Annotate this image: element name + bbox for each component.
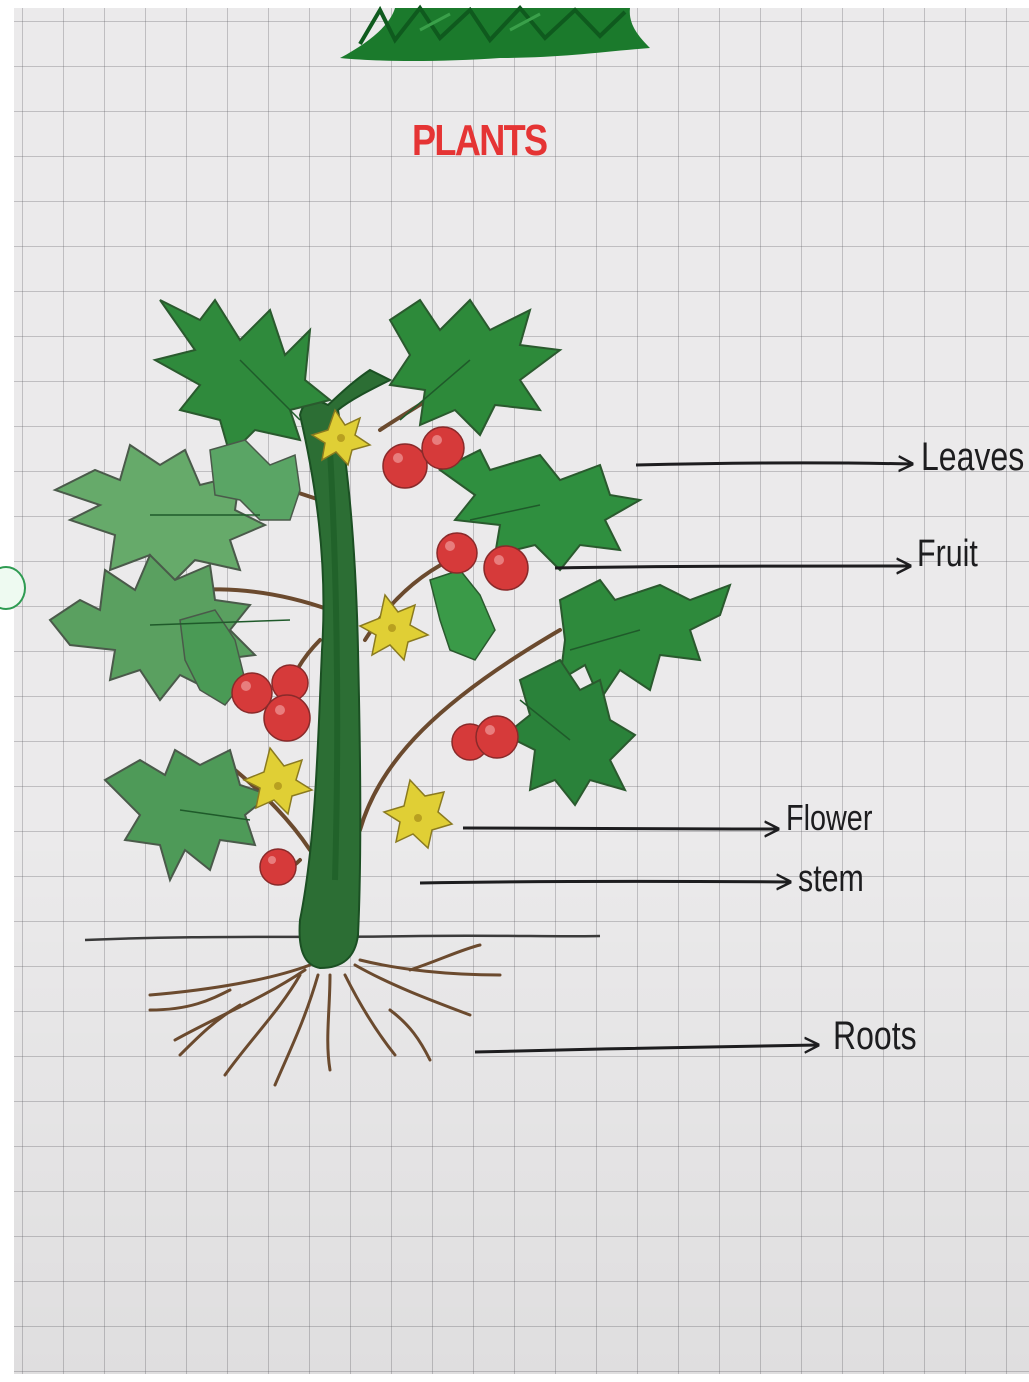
grass-clump (340, 8, 650, 61)
label-flower: Flower (786, 800, 872, 836)
arrow-flower (463, 828, 778, 829)
label-fruit: Fruit (917, 535, 978, 573)
label-leaves: Leaves (921, 437, 1024, 477)
leaves (50, 300, 730, 880)
arrow-roots (475, 1045, 818, 1052)
label-stem: stem (798, 860, 864, 898)
arrow-leaves (636, 463, 912, 465)
arrow-stem (420, 881, 790, 883)
arrow-fruit (555, 566, 910, 568)
label-roots: Roots (833, 1016, 917, 1056)
page-title: PLANTS (412, 116, 543, 166)
